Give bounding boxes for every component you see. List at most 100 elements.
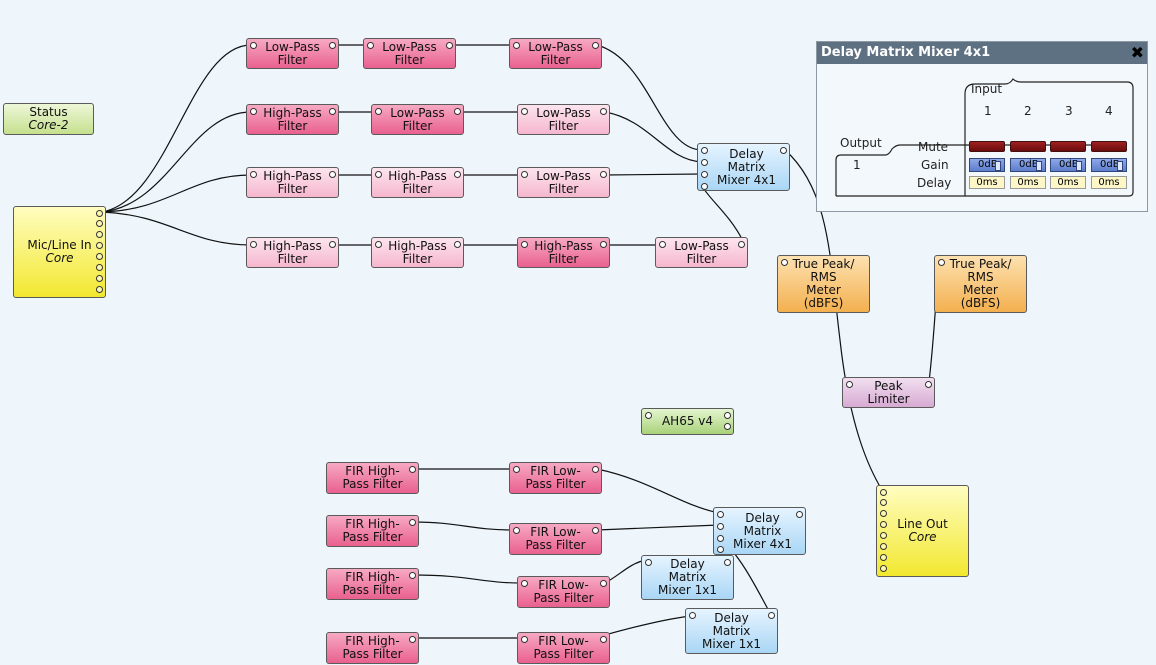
input-pin[interactable] — [513, 42, 520, 49]
delay-matrix-mixer-1x1-block[interactable]: Delay Matrix Mixer 1x1 — [685, 608, 778, 654]
fir-low-pass-filter-block[interactable]: FIR Low- Pass Filter — [509, 462, 602, 494]
output-pin[interactable] — [96, 210, 103, 217]
output-pin[interactable] — [329, 42, 336, 49]
input-pin[interactable] — [521, 636, 528, 643]
fir-low-pass-filter-block[interactable]: FIR Low- Pass Filter — [509, 523, 602, 555]
output-pin[interactable] — [96, 275, 103, 282]
input-pin[interactable] — [375, 241, 382, 248]
input-pin[interactable] — [701, 183, 708, 190]
output-pin[interactable] — [780, 147, 787, 154]
fir-high-pass-filter-block[interactable]: FIR High- Pass Filter — [326, 568, 419, 600]
output-pin[interactable] — [796, 511, 803, 518]
input-pin[interactable] — [521, 580, 528, 587]
input-pin[interactable] — [701, 171, 708, 178]
ah65-block[interactable]: AH65 v4 — [641, 408, 734, 435]
output-pin[interactable] — [96, 231, 103, 238]
input-pin[interactable] — [375, 171, 382, 178]
output-pin[interactable] — [409, 572, 416, 579]
input-pin[interactable] — [659, 241, 666, 248]
low-pass-filter-block[interactable]: Low-Pass Filter — [517, 167, 610, 198]
delay-field-3[interactable]: 0ms — [1050, 176, 1086, 189]
mute-button-4[interactable] — [1091, 141, 1127, 152]
mute-button-1[interactable] — [969, 141, 1005, 152]
output-pin[interactable] — [454, 171, 461, 178]
fir-high-pass-filter-block[interactable]: FIR High- Pass Filter — [326, 462, 419, 494]
input-pin[interactable] — [717, 511, 724, 518]
input-pin[interactable] — [645, 412, 652, 419]
peak-limiter-block[interactable]: Peak Limiter — [842, 377, 935, 408]
output-pin[interactable] — [768, 612, 775, 619]
input-pin[interactable] — [880, 521, 887, 528]
delay-matrix-mixer-1x1-block[interactable]: Delay Matrix Mixer 1x1 — [641, 555, 734, 600]
output-pin[interactable] — [454, 108, 461, 115]
true-peak-rms-meter-block[interactable]: True Peak/ RMS Meter (dBFS) — [934, 255, 1027, 313]
input-pin[interactable] — [521, 108, 528, 115]
input-pin[interactable] — [880, 554, 887, 561]
output-pin[interactable] — [96, 220, 103, 227]
output-pin[interactable] — [96, 264, 103, 271]
output-pin[interactable] — [454, 241, 461, 248]
mic-line-in-block[interactable]: Mic/Line In Core — [13, 206, 106, 298]
low-pass-filter-block[interactable]: Low-Pass Filter — [371, 104, 464, 135]
input-pin[interactable] — [880, 499, 887, 506]
high-pass-filter-block[interactable]: High-Pass Filter — [371, 237, 464, 268]
output-pin[interactable] — [592, 527, 599, 534]
output-pin[interactable] — [446, 42, 453, 49]
low-pass-filter-block[interactable]: Low-Pass Filter — [655, 237, 748, 268]
input-pin[interactable] — [880, 489, 887, 496]
output-pin[interactable] — [592, 466, 599, 473]
output-pin[interactable] — [329, 108, 336, 115]
line-out-block[interactable]: Line Out Core — [876, 485, 969, 577]
input-pin[interactable] — [880, 565, 887, 572]
close-icon[interactable]: ✖ — [1130, 43, 1144, 62]
gain-fader-4[interactable]: 0dB — [1091, 158, 1127, 172]
input-pin[interactable] — [375, 108, 382, 115]
input-pin[interactable] — [250, 108, 257, 115]
gain-fader-2[interactable]: 0dB — [1010, 158, 1046, 172]
output-pin[interactable] — [409, 519, 416, 526]
output-pin[interactable] — [724, 412, 731, 419]
output-pin[interactable] — [96, 286, 103, 293]
true-peak-rms-meter-block[interactable]: True Peak/ RMS Meter (dBFS) — [777, 255, 870, 313]
input-pin[interactable] — [689, 612, 696, 619]
input-pin[interactable] — [938, 259, 945, 266]
input-pin[interactable] — [717, 535, 724, 542]
delay-field-4[interactable]: 0ms — [1091, 176, 1127, 189]
delay-matrix-mixer-panel[interactable]: Delay Matrix Mixer 4x1 ✖ Input 1 2 3 4 O… — [816, 41, 1148, 212]
input-pin[interactable] — [880, 532, 887, 539]
delay-matrix-mixer-4x1-block[interactable]: Delay Matrix Mixer 4x1 — [713, 507, 806, 555]
delay-field-2[interactable]: 0ms — [1010, 176, 1046, 189]
input-pin[interactable] — [880, 510, 887, 517]
output-pin[interactable] — [592, 42, 599, 49]
high-pass-filter-block[interactable]: High-Pass Filter — [371, 167, 464, 198]
input-pin[interactable] — [250, 42, 257, 49]
output-pin[interactable] — [329, 241, 336, 248]
mute-button-2[interactable] — [1010, 141, 1046, 152]
output-pin[interactable] — [600, 241, 607, 248]
input-pin[interactable] — [521, 171, 528, 178]
output-pin[interactable] — [600, 580, 607, 587]
output-pin[interactable] — [600, 171, 607, 178]
input-pin[interactable] — [645, 559, 652, 566]
input-pin[interactable] — [513, 527, 520, 534]
input-pin[interactable] — [880, 543, 887, 550]
input-pin[interactable] — [717, 546, 724, 553]
status-block[interactable]: Status Core-2 — [3, 103, 94, 135]
low-pass-filter-block[interactable]: Low-Pass Filter — [363, 38, 456, 69]
output-pin[interactable] — [600, 636, 607, 643]
delay-matrix-mixer-4x1-block[interactable]: Delay Matrix Mixer 4x1 — [697, 143, 790, 191]
input-pin[interactable] — [367, 42, 374, 49]
delay-field-1[interactable]: 0ms — [969, 176, 1005, 189]
panel-title-bar[interactable]: Delay Matrix Mixer 4x1 ✖ — [817, 42, 1147, 64]
fir-high-pass-filter-block[interactable]: FIR High- Pass Filter — [326, 515, 419, 547]
fir-low-pass-filter-block[interactable]: FIR Low- Pass Filter — [517, 576, 610, 608]
output-pin[interactable] — [724, 423, 731, 430]
input-pin[interactable] — [781, 259, 788, 266]
input-pin[interactable] — [513, 466, 520, 473]
output-pin[interactable] — [96, 242, 103, 249]
input-pin[interactable] — [250, 171, 257, 178]
high-pass-filter-block[interactable]: High-Pass Filter — [246, 237, 339, 268]
high-pass-filter-block[interactable]: High-Pass Filter — [246, 104, 339, 135]
high-pass-filter-block[interactable]: High-Pass Filter — [246, 167, 339, 198]
input-pin[interactable] — [717, 523, 724, 530]
